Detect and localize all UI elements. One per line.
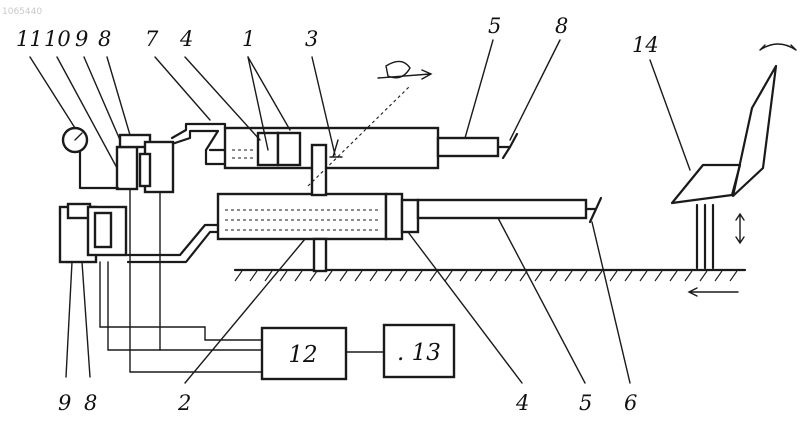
callout-5-bottom: 5 [579,391,592,415]
ground-line [235,270,745,281]
callout-3: 3 [305,27,318,51]
callout-9-top: 9 [75,27,88,51]
callout-10: 10 [44,27,71,51]
block-12-label: 12 [288,342,317,368]
block-12: 12 [262,328,346,379]
lower-valve-block [60,204,126,262]
callout-9-bottom: 9 [58,391,71,415]
pressure-gauge-icon [63,128,118,188]
lower-cylinder [218,194,601,239]
callout-6: 6 [624,391,637,415]
block-13-label: . 13 [397,340,441,366]
callout-8-top: 8 [98,27,111,51]
watermark: 1065440 [2,7,42,17]
upper-cylinder [225,128,517,168]
callout-2: 2 [177,391,191,415]
callout-8-bottom: 8 [84,391,97,415]
callout-4-top: 4 [179,27,193,51]
callout-8-right: 8 [555,14,568,38]
callout-7: 7 [145,27,159,51]
upper-valve-block [117,135,173,192]
callout-14: 14 [632,33,659,57]
callout-4-bottom: 4 [515,391,529,415]
callout-11: 11 [16,27,43,51]
callout-5-top: 5 [488,14,501,38]
block-13: . 13 [384,325,454,377]
callout-1: 1 [242,27,255,51]
